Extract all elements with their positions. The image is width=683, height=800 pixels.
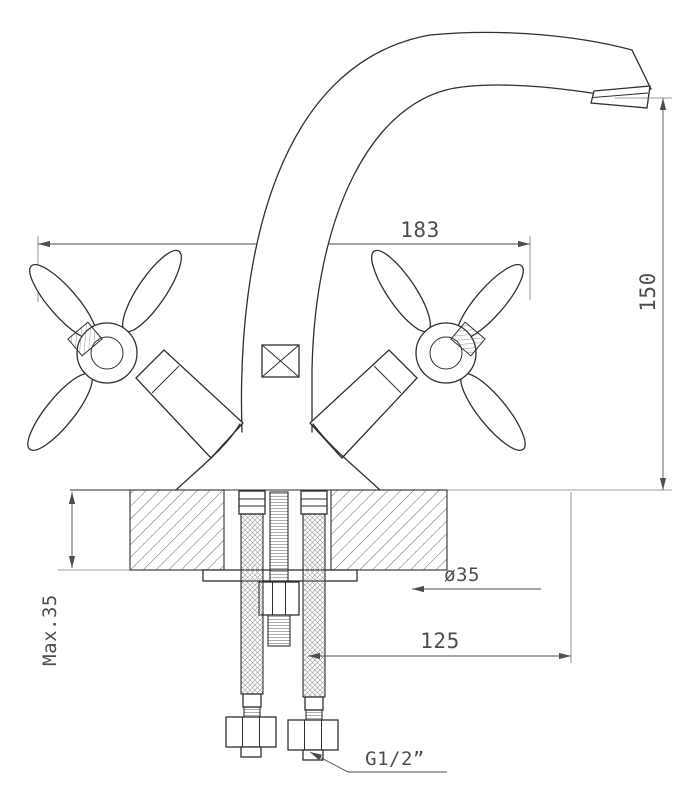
hose-top-fitting (300, 490, 328, 515)
dimension-hole-diameter: ø35 (411, 564, 541, 593)
handle-hub-inner (90, 336, 124, 370)
handle-spoke (371, 249, 431, 333)
dim-label-offset: 125 (420, 629, 459, 653)
hose-thread (305, 709, 323, 721)
deck-cut-right (330, 489, 448, 571)
stud-rod (269, 491, 289, 583)
handle-spoke (27, 373, 93, 451)
hose-top-fitting (238, 490, 266, 515)
valve-symbol (261, 344, 300, 378)
dimension-max-deck-thickness: Max.35 (39, 491, 130, 666)
dimension-connection-thread: G1/2” (309, 748, 447, 773)
handle-stem (309, 349, 418, 459)
hose-nut (225, 716, 277, 748)
stud-nut (258, 581, 300, 616)
dimension-offset: 125 (307, 492, 572, 663)
countertop-section (70, 489, 448, 582)
dim-label-overall-width: 183 (400, 218, 439, 242)
handle-screw-cover (450, 321, 486, 357)
stud-tip (267, 614, 291, 647)
hose-nut-tip (240, 746, 262, 758)
handle-stem-collar (151, 365, 180, 394)
handle-spoke (460, 373, 526, 451)
handle-stem-collar (373, 365, 402, 394)
handle-spoke (122, 249, 182, 333)
hose-thread (243, 706, 261, 718)
handle-screw-cover (67, 321, 103, 357)
dimension-spout-height: 150 (447, 97, 672, 491)
dim-label-hole-diameter: ø35 (444, 564, 480, 586)
dim-label-max-deck-thickness: Max.35 (39, 594, 61, 666)
spout-inner-curve (311, 84, 652, 433)
hose-collar (304, 696, 324, 711)
hose-nut-tip (302, 749, 324, 761)
deck-cut-left (129, 489, 225, 571)
dim-label-connection-thread: G1/2” (365, 748, 425, 770)
left-handle (27, 249, 244, 459)
hose-collar (242, 693, 262, 708)
hose-braid (302, 513, 326, 698)
supply-hose-right (287, 490, 339, 761)
right-handle (309, 249, 526, 459)
hose-braid (240, 513, 264, 695)
faucet-body (240, 31, 652, 433)
spout-fill (241, 32, 651, 433)
dim-leader-connection-thread (309, 751, 447, 773)
handle-hub-inner (429, 336, 463, 370)
spout-outer-curve (240, 31, 652, 433)
base-skirt (175, 423, 381, 491)
aerator-ring (592, 92, 649, 98)
handle-stem (135, 349, 244, 459)
mounting-stud (258, 491, 300, 647)
aerator (590, 85, 651, 109)
supply-hose-left (225, 490, 277, 758)
hose-nut (287, 719, 339, 751)
dim-label-spout-height: 150 (636, 272, 660, 311)
